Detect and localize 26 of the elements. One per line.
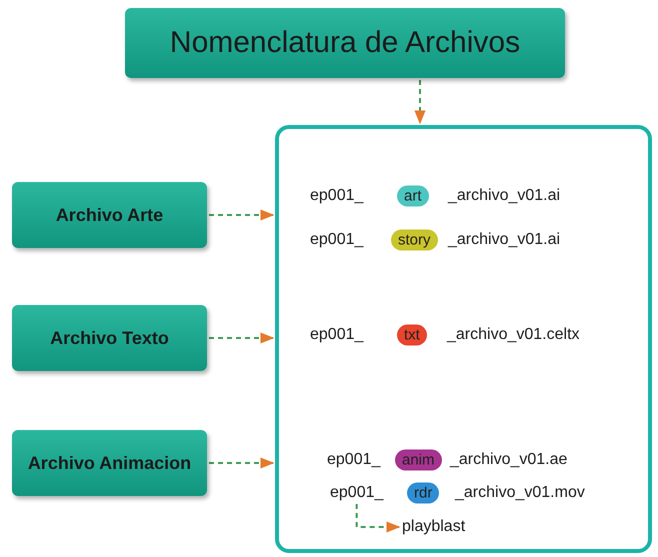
file-suffix: _archivo_v01.ai (448, 231, 560, 249)
arrow (209, 457, 274, 469)
category-box: Archivo Texto (12, 305, 207, 371)
tag-pill: rdr (407, 482, 440, 504)
file-prefix: ep001_ (310, 326, 364, 344)
tag-pill: anim (395, 450, 442, 470)
output-text: playblast (402, 518, 466, 536)
arrow (356, 504, 400, 533)
file-suffix: _archivo_v01.mov (455, 484, 585, 502)
category-box: Archivo Animacion (12, 430, 207, 496)
file-prefix: ep001_ (327, 451, 380, 469)
arrow (209, 209, 274, 221)
file-panel (275, 125, 652, 553)
arrow (414, 80, 426, 124)
file-prefix: ep001_ (310, 187, 364, 205)
file-prefix: ep001_ (310, 231, 364, 249)
tag-pill: art (397, 186, 429, 206)
file-suffix: _archivo_v01.ai (448, 187, 560, 205)
tag-pill: story (391, 230, 438, 250)
category-box: Archivo Arte (12, 182, 207, 248)
file-prefix: ep001_ (330, 484, 384, 502)
title-box: Nomenclatura de Archivos (125, 8, 565, 78)
file-suffix: _archivo_v01.ae (450, 451, 568, 469)
file-suffix: _archivo_v01.celtx (447, 326, 580, 344)
arrow (209, 332, 274, 344)
tag-pill: txt (397, 324, 427, 346)
